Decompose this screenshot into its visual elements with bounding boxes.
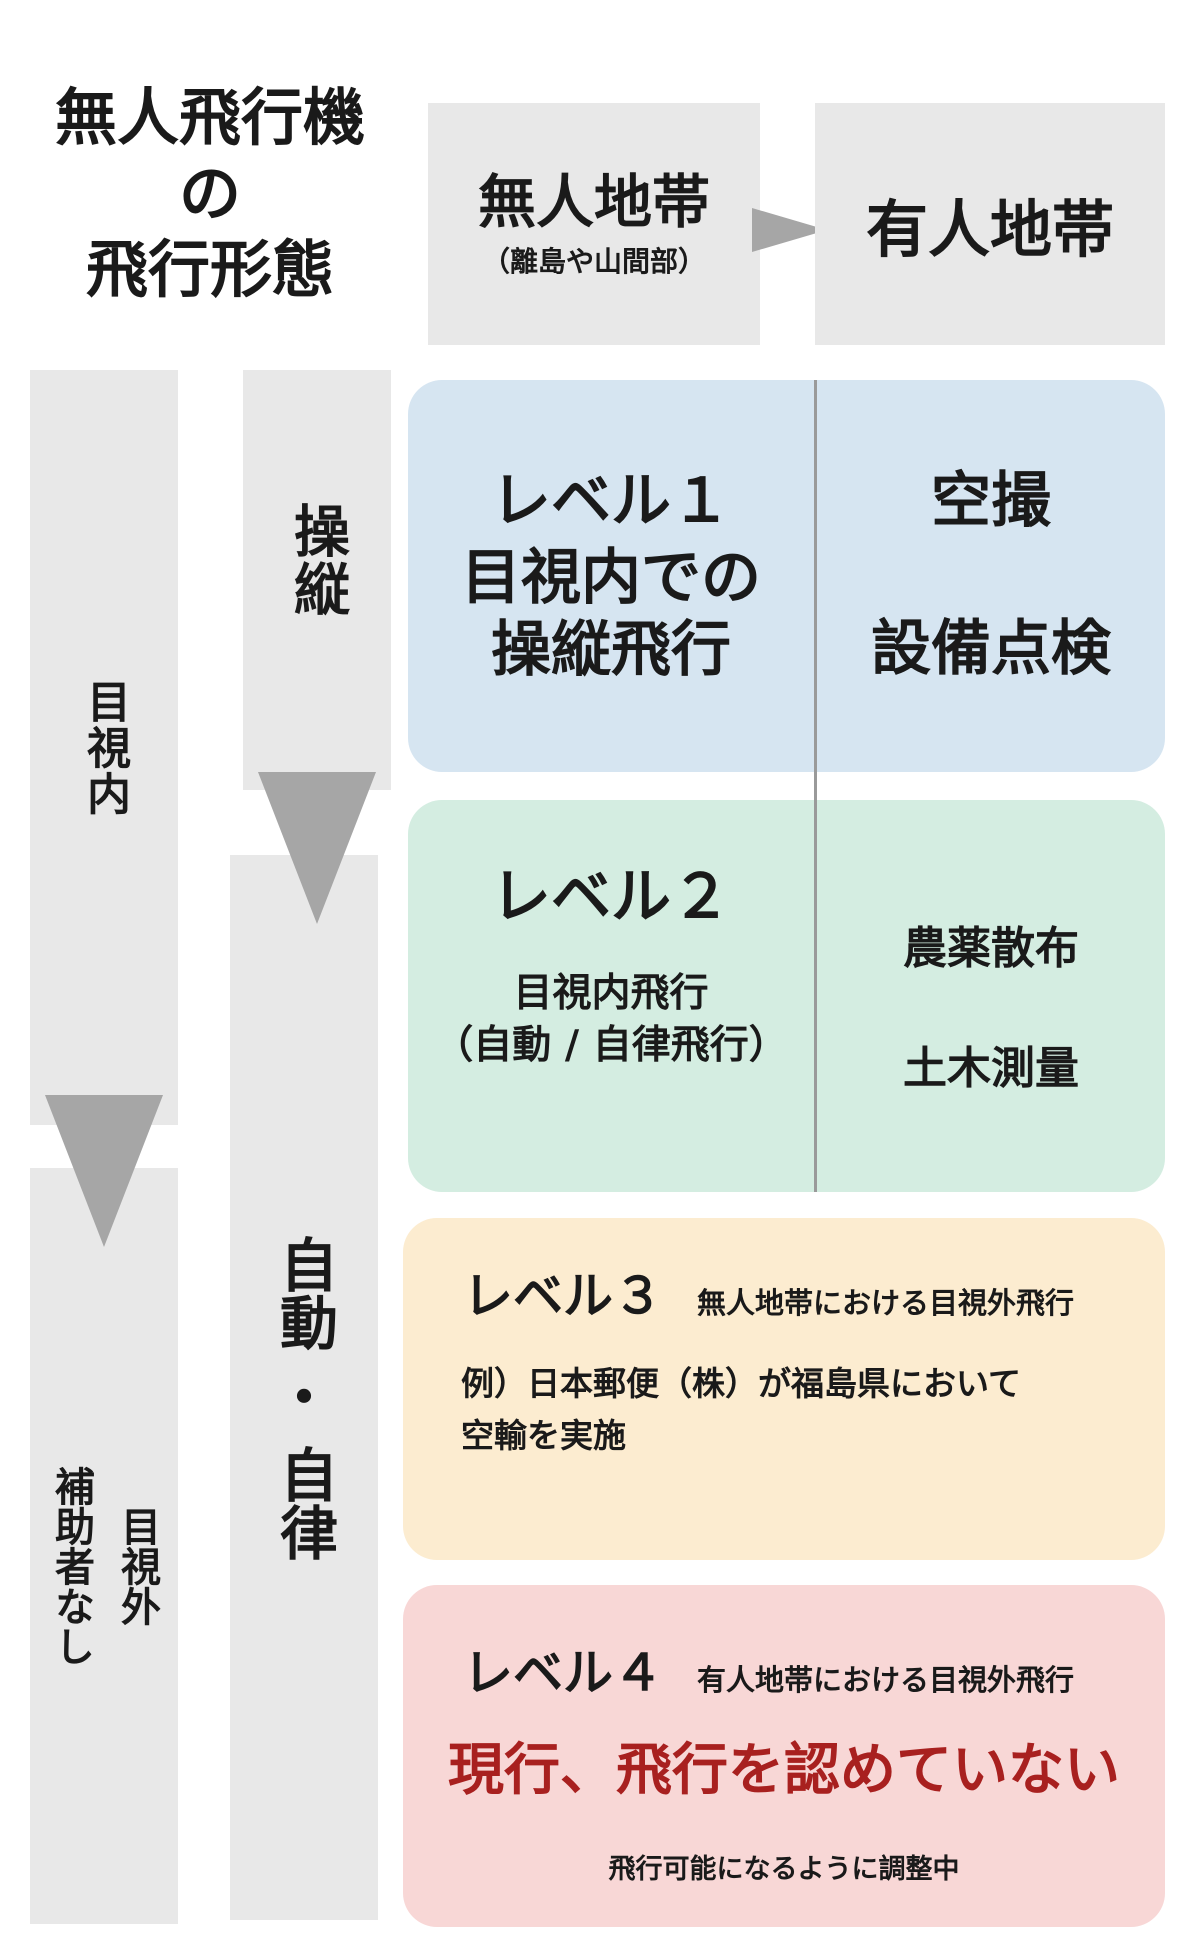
down-arrow-icon xyxy=(258,772,376,924)
level-4-panel: レベル４ 有人地帯における目視外飛行 現行、飛行を認めていない 飛行可能になるよ… xyxy=(403,1585,1165,1927)
no-assistant-label: 補助者なし xyxy=(48,1466,94,1666)
level-1-use-1: 空撮 xyxy=(931,466,1051,536)
unmanned-zone-header: 無人地帯 （離島や山間部） xyxy=(428,103,760,345)
level-4-subtitle: 有人地帯における目視外飛行 xyxy=(697,1663,1075,1697)
auto-label-group: 自動 ・ 自律 xyxy=(230,1235,378,1561)
level-2-use-1: 農薬散布 xyxy=(903,923,1079,974)
column-divider xyxy=(814,380,817,1192)
visual-out-label: 目視外 xyxy=(114,1506,160,1626)
visual-out-label-group: 目視外 補助者なし xyxy=(42,1466,166,1666)
auto-column: 自動 ・ 自律 xyxy=(230,855,378,1920)
visual-in-column: 目視内 xyxy=(30,370,178,1125)
unmanned-zone-sub: （離島や山間部） xyxy=(481,245,706,278)
unmanned-zone-label: 無人地帯 xyxy=(477,168,710,236)
level-2-desc-line-1: 目視内飛行 xyxy=(513,971,709,1016)
level-1-description: 目視内での 操縦飛行 xyxy=(408,542,814,686)
level-2-use-2: 土木測量 xyxy=(903,1043,1079,1094)
title-line-3: 飛行形態 xyxy=(85,233,334,306)
level-1-desc-line-1: 目視内での xyxy=(461,543,761,613)
manual-label: 操縦 xyxy=(284,502,350,618)
page-title: 無人飛行機 の 飛行形態 xyxy=(30,80,390,308)
level-2-desc-line-2: （自動 / 自律飛行） xyxy=(434,1023,788,1068)
level-4-note: 飛行可能になるように調整中 xyxy=(608,1854,960,1885)
level-1-desc-line-2: 操縦飛行 xyxy=(491,615,731,685)
level-3-header: レベル３ 無人地帯における目視外飛行 xyxy=(463,1256,1074,1328)
level-3-example: 例）日本郵便（株）が福島県において 空輸を実施 xyxy=(461,1358,1021,1462)
level-4-title: レベル４ xyxy=(463,1644,663,1702)
level-4-status: 現行、飛行を認めていない xyxy=(448,1738,1120,1803)
level-3-subtitle: 無人地帯における目視外飛行 xyxy=(697,1286,1075,1320)
level-1-use-2: 設備点検 xyxy=(871,614,1111,684)
level-3-title: レベル３ xyxy=(463,1267,663,1325)
level-1-title: レベル１ xyxy=(491,466,731,536)
manned-zone-label: 有人地帯 xyxy=(865,193,1114,266)
level-2-panel: レベル２ 目視内飛行 （自動 / 自律飛行） 農薬散布 土木測量 xyxy=(408,800,1165,1192)
manual-column: 操縦 xyxy=(243,370,391,790)
auto-separator: ・ xyxy=(274,1364,333,1432)
level-2-title: レベル２ xyxy=(491,862,731,932)
level-3-panel: レベル３ 無人地帯における目視外飛行 例）日本郵便（株）が福島県において 空輸を… xyxy=(403,1218,1165,1560)
autonomous-label: 自律 xyxy=(270,1445,338,1561)
manned-zone-header: 有人地帯 xyxy=(815,103,1165,345)
visual-in-label: 目視内 xyxy=(79,678,130,817)
title-line-2: の xyxy=(178,157,241,230)
level-1-panel: レベル１ 目視内での 操縦飛行 空撮 設備点検 xyxy=(408,380,1165,772)
auto-label: 自動 xyxy=(270,1235,338,1351)
title-line-1: 無人飛行機 xyxy=(54,81,365,154)
down-arrow-icon xyxy=(45,1095,163,1247)
visual-out-column: 目視外 補助者なし xyxy=(30,1168,178,1924)
level-3-example-line-1: 例）日本郵便（株）が福島県において xyxy=(461,1364,1022,1403)
level-3-example-line-2: 空輸を実施 xyxy=(461,1416,626,1455)
level-4-header: レベル４ 有人地帯における目視外飛行 xyxy=(463,1633,1074,1705)
zone-arrow-icon xyxy=(752,208,827,252)
level-2-description: 目視内飛行 （自動 / 自律飛行） xyxy=(408,968,814,1072)
